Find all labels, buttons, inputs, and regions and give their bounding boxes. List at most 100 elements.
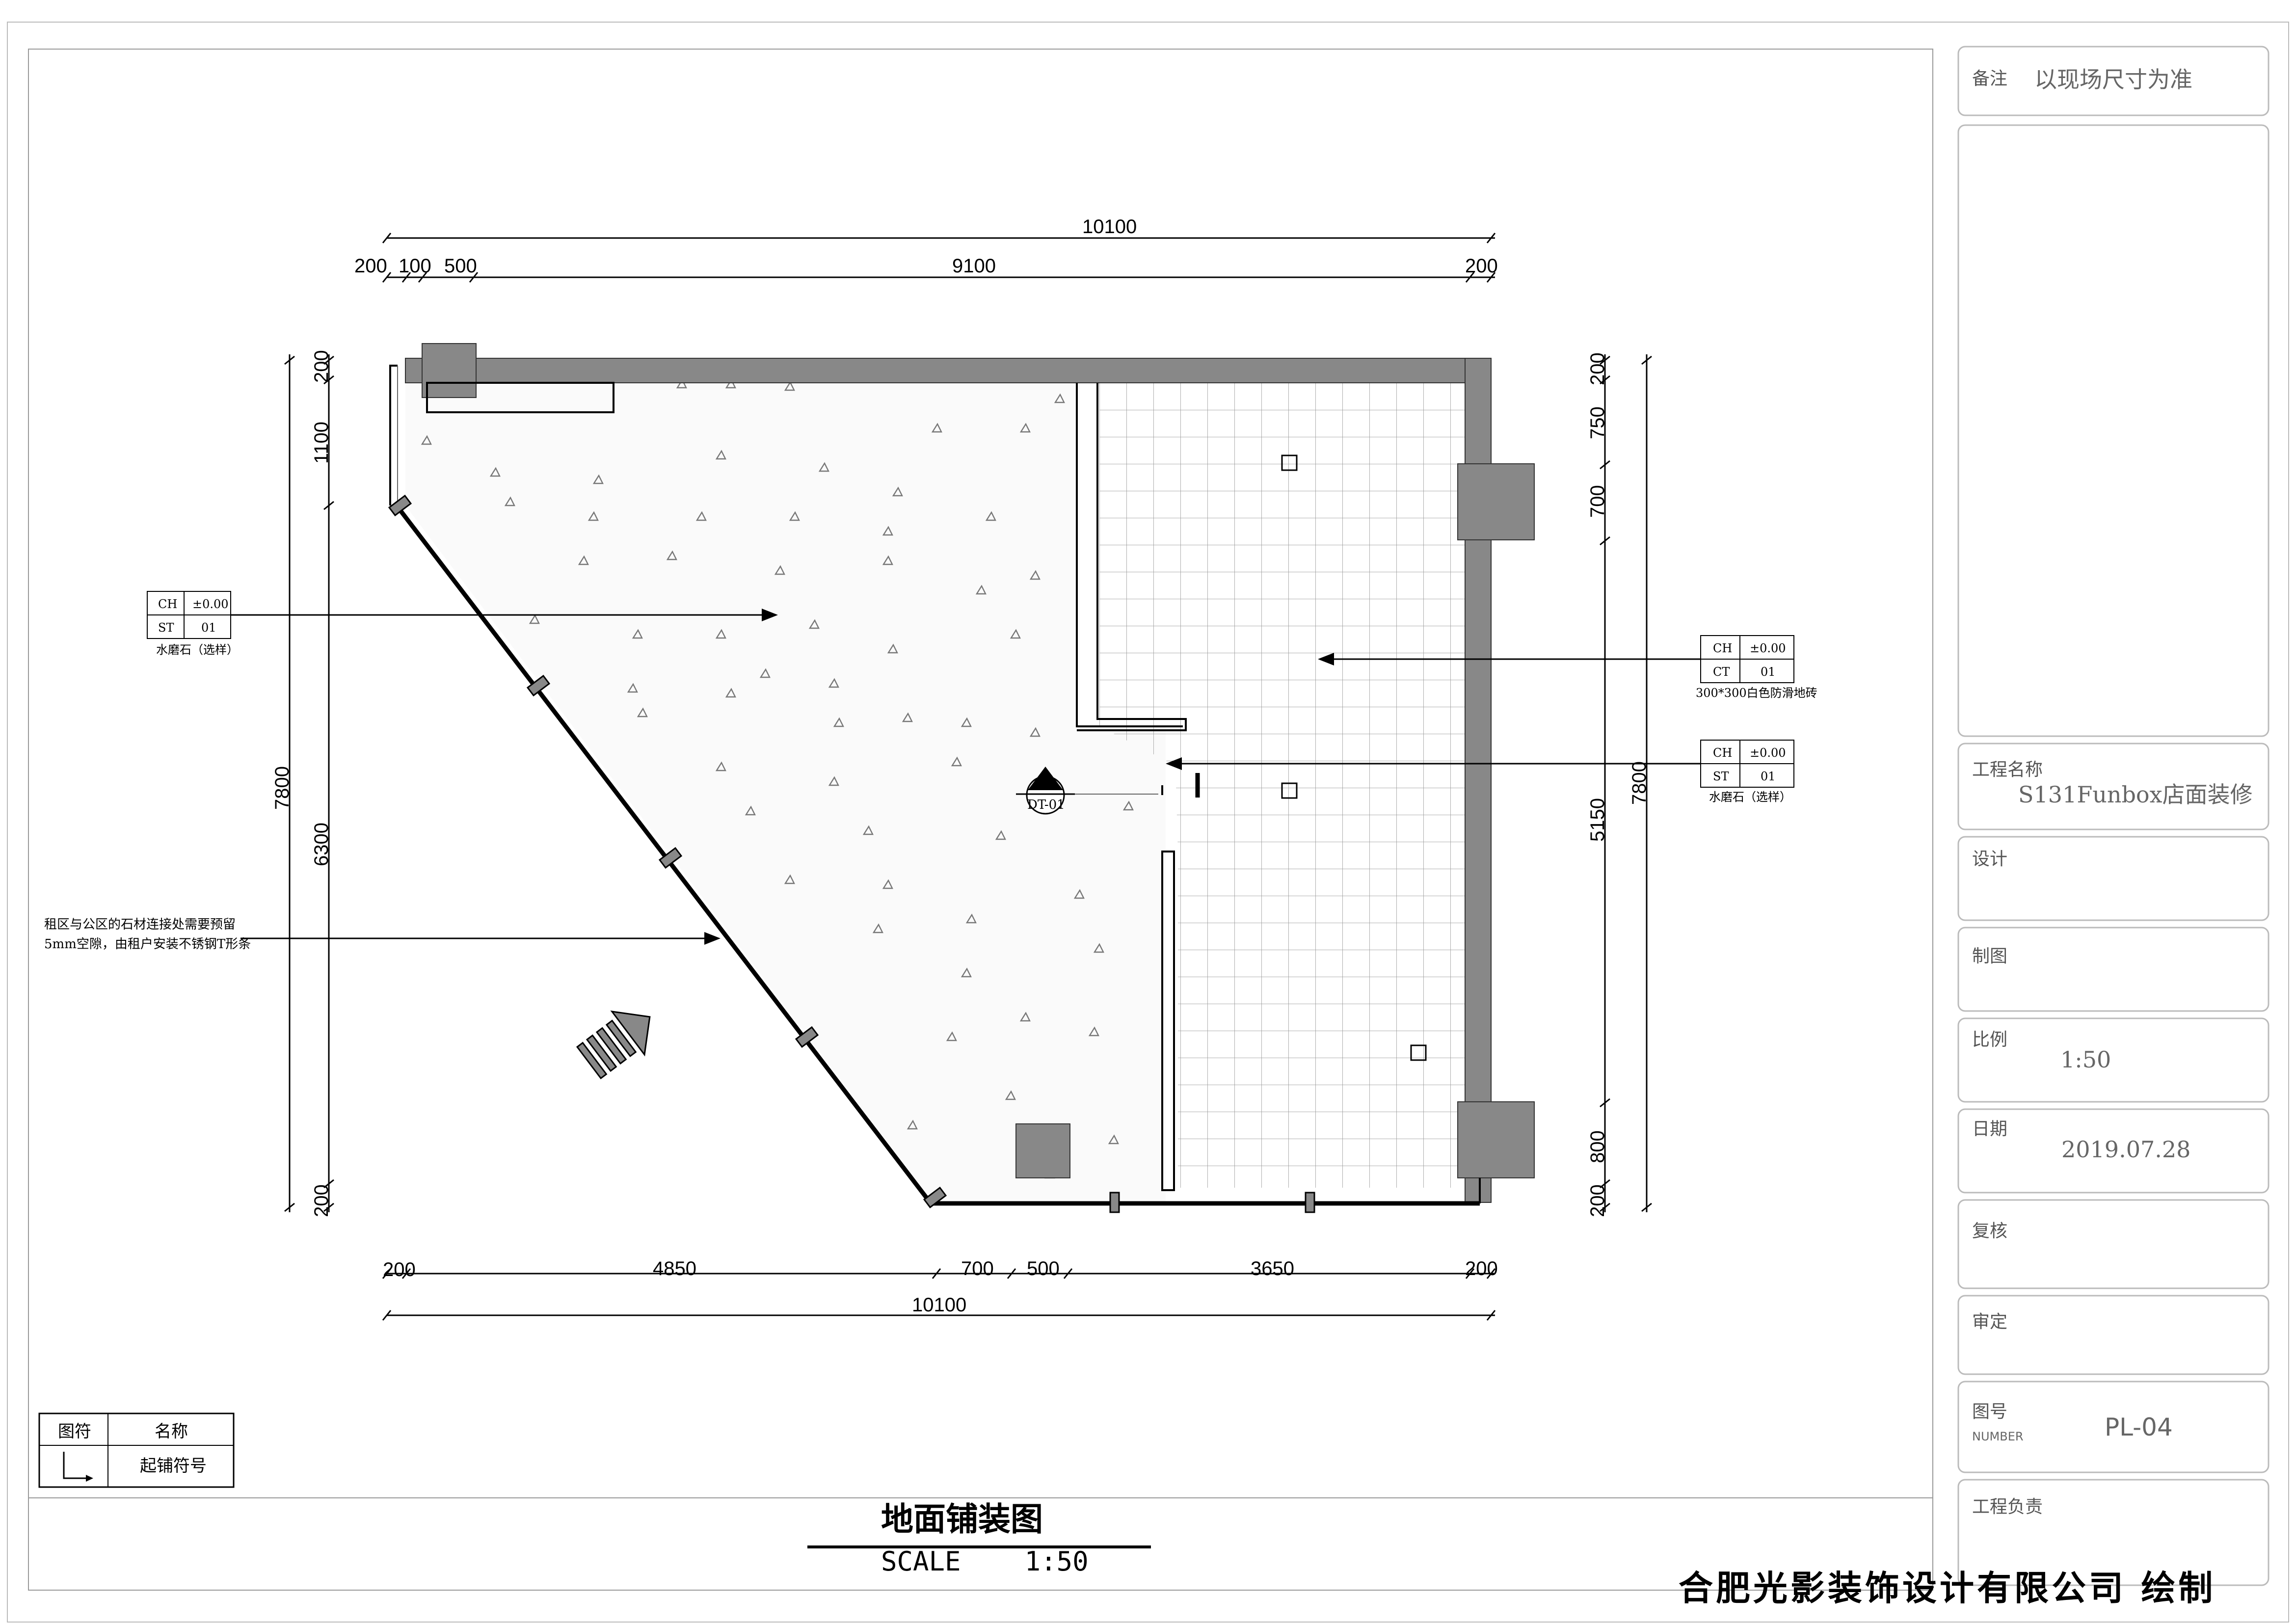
dim-top-b: 100 — [399, 255, 431, 277]
detail-marker: 01 DT-01 — [1016, 767, 1158, 815]
number-cell — [1957, 1381, 2269, 1473]
tag3-r1a: CH — [1713, 746, 1732, 760]
start-paving-symbol-icon — [63, 1452, 91, 1479]
review-label: 复核 — [1972, 1221, 2007, 1241]
design-cell — [1957, 836, 2269, 921]
dim-right-b: 750 — [1587, 406, 1608, 439]
tag1-r1b: ±0.00 — [192, 597, 229, 611]
dim-left-a: 200 — [311, 350, 332, 383]
manager-cell — [1957, 1479, 2269, 1586]
number-label-en: NUMBER — [1972, 1430, 2024, 1443]
detail-number: 01 — [1038, 775, 1056, 791]
title-block — [1957, 46, 2269, 1586]
legend-table: 图符 名称 起铺符号 — [38, 1412, 235, 1488]
tag-tile-right: CH ±0.00 CT 01 300*300白色防滑地砖 — [1318, 635, 1817, 700]
dim-top-a: 200 — [354, 255, 387, 277]
dim-left-d: 200 — [311, 1184, 332, 1217]
legend-col1: 图符 — [58, 1422, 91, 1441]
dim-bot-total: 10100 — [912, 1294, 966, 1316]
scale-label: 比例 — [1972, 1030, 2007, 1050]
remark-cell — [1957, 46, 2269, 116]
outer-border — [7, 22, 2289, 1623]
draw-label: 制图 — [1972, 946, 2007, 966]
tag2-r2a: CT — [1713, 665, 1730, 679]
dim-right-f: 200 — [1587, 1184, 1608, 1217]
dim-bot-d: 500 — [1027, 1258, 1060, 1279]
dim-bot-f: 200 — [1465, 1258, 1498, 1279]
column-right-lower — [1457, 1101, 1535, 1178]
drawing-title: 地面铺装图 — [881, 1500, 1043, 1538]
number-value: PL-04 — [2105, 1413, 2173, 1441]
tag1-caption: 水磨石（选样） — [156, 643, 239, 657]
project-cell — [1957, 743, 2269, 830]
review-cell — [1957, 1199, 2269, 1289]
blank-cell — [1957, 124, 2269, 737]
draw-cell — [1957, 927, 2269, 1012]
dim-right-c: 700 — [1587, 485, 1608, 518]
floor-drain-2 — [1281, 782, 1298, 799]
manager-label: 工程负责 — [1972, 1497, 2043, 1517]
dim-left-total: 7800 — [271, 766, 293, 810]
column-top-left — [422, 343, 477, 398]
drawing-frame — [28, 49, 1933, 1591]
tag-terrazzo-right: CH ±0.00 ST 01 水磨石（选样） — [1166, 740, 1794, 804]
dim-top-c: 500 — [444, 255, 477, 277]
date-value: 2019.07.28 — [2061, 1136, 2190, 1163]
drawing-scale: SCALE 1:50 — [881, 1546, 1089, 1577]
dim-top-total: 10100 — [1082, 216, 1137, 238]
dim-left-b: 1100 — [311, 422, 332, 464]
dim-bot-c: 700 — [961, 1258, 994, 1279]
tstrip-marks — [388, 494, 1315, 1213]
detail-reference: DT-01 — [1027, 798, 1065, 812]
note-line-2: 5mm空隙，由租户安装不锈钢T形条 — [44, 937, 251, 952]
date-label: 日期 — [1972, 1119, 2007, 1139]
dim-right-e: 800 — [1587, 1130, 1608, 1163]
project-value: S131Funbox店面装修 — [2018, 781, 2253, 808]
design-label: 设计 — [1972, 849, 2007, 869]
legend-item: 起铺符号 — [140, 1456, 207, 1476]
column-bottom-interior — [1015, 1123, 1070, 1178]
dimension-lines — [284, 233, 1652, 1321]
company-credit: 合肥光影装饰设计有限公司 绘制 — [1679, 1568, 2216, 1608]
dim-right-a: 200 — [1587, 352, 1608, 385]
approve-cell — [1957, 1295, 2269, 1375]
scale-cell — [1957, 1017, 2269, 1103]
approve-label: 审定 — [1972, 1312, 2007, 1332]
remark-label: 备注 — [1972, 69, 2007, 89]
tag2-r1a: CH — [1713, 641, 1732, 655]
scale-value: 1:50 — [2060, 1046, 2111, 1073]
tag-terrazzo-left: CH ±0.00 ST 01 水磨石（选样） — [147, 591, 778, 657]
dim-bot-a: 200 — [383, 1259, 416, 1280]
dim-bot-b: 4850 — [653, 1258, 696, 1279]
dim-right-d: 5150 — [1587, 798, 1608, 842]
tag2-r2b: 01 — [1761, 665, 1776, 679]
dim-left-c: 6300 — [311, 823, 332, 866]
date-cell — [1957, 1108, 2269, 1194]
legend-col2: 名称 — [155, 1422, 188, 1441]
tag1-r2b: 01 — [201, 621, 216, 635]
tag2-r1b: ±0.00 — [1750, 641, 1786, 655]
terrazzo-area — [405, 373, 1166, 1201]
project-label: 工程名称 — [1972, 760, 2043, 780]
tag3-caption: 水磨石（选样） — [1709, 790, 1791, 804]
note-line-1: 租区与公区的石材连接处需要预留 — [44, 917, 236, 932]
paving-start-arrow — [576, 1011, 651, 1080]
floor-drain-1 — [1281, 454, 1298, 471]
top-wall — [405, 358, 1492, 383]
tag1-r1a: CH — [158, 597, 177, 611]
column-right-upper — [1457, 463, 1535, 540]
remark-value: 以现场尺寸为准 — [2034, 66, 2192, 93]
tag2-caption: 300*300白色防滑地砖 — [1696, 686, 1817, 700]
dim-right-total: 7800 — [1629, 761, 1650, 805]
tag3-r2a: ST — [1713, 770, 1729, 783]
tag3-r1b: ±0.00 — [1750, 746, 1786, 760]
tag1-r2a: ST — [158, 621, 174, 635]
dim-top-e: 200 — [1465, 255, 1498, 277]
number-label: 图号 — [1972, 1402, 2007, 1422]
dim-bot-e: 3650 — [1251, 1258, 1294, 1279]
tag3-r2b: 01 — [1761, 770, 1776, 783]
terrazzo-speckles — [421, 378, 1134, 1179]
floor-drain-3 — [1410, 1044, 1427, 1061]
floor-outline — [389, 365, 1481, 1206]
